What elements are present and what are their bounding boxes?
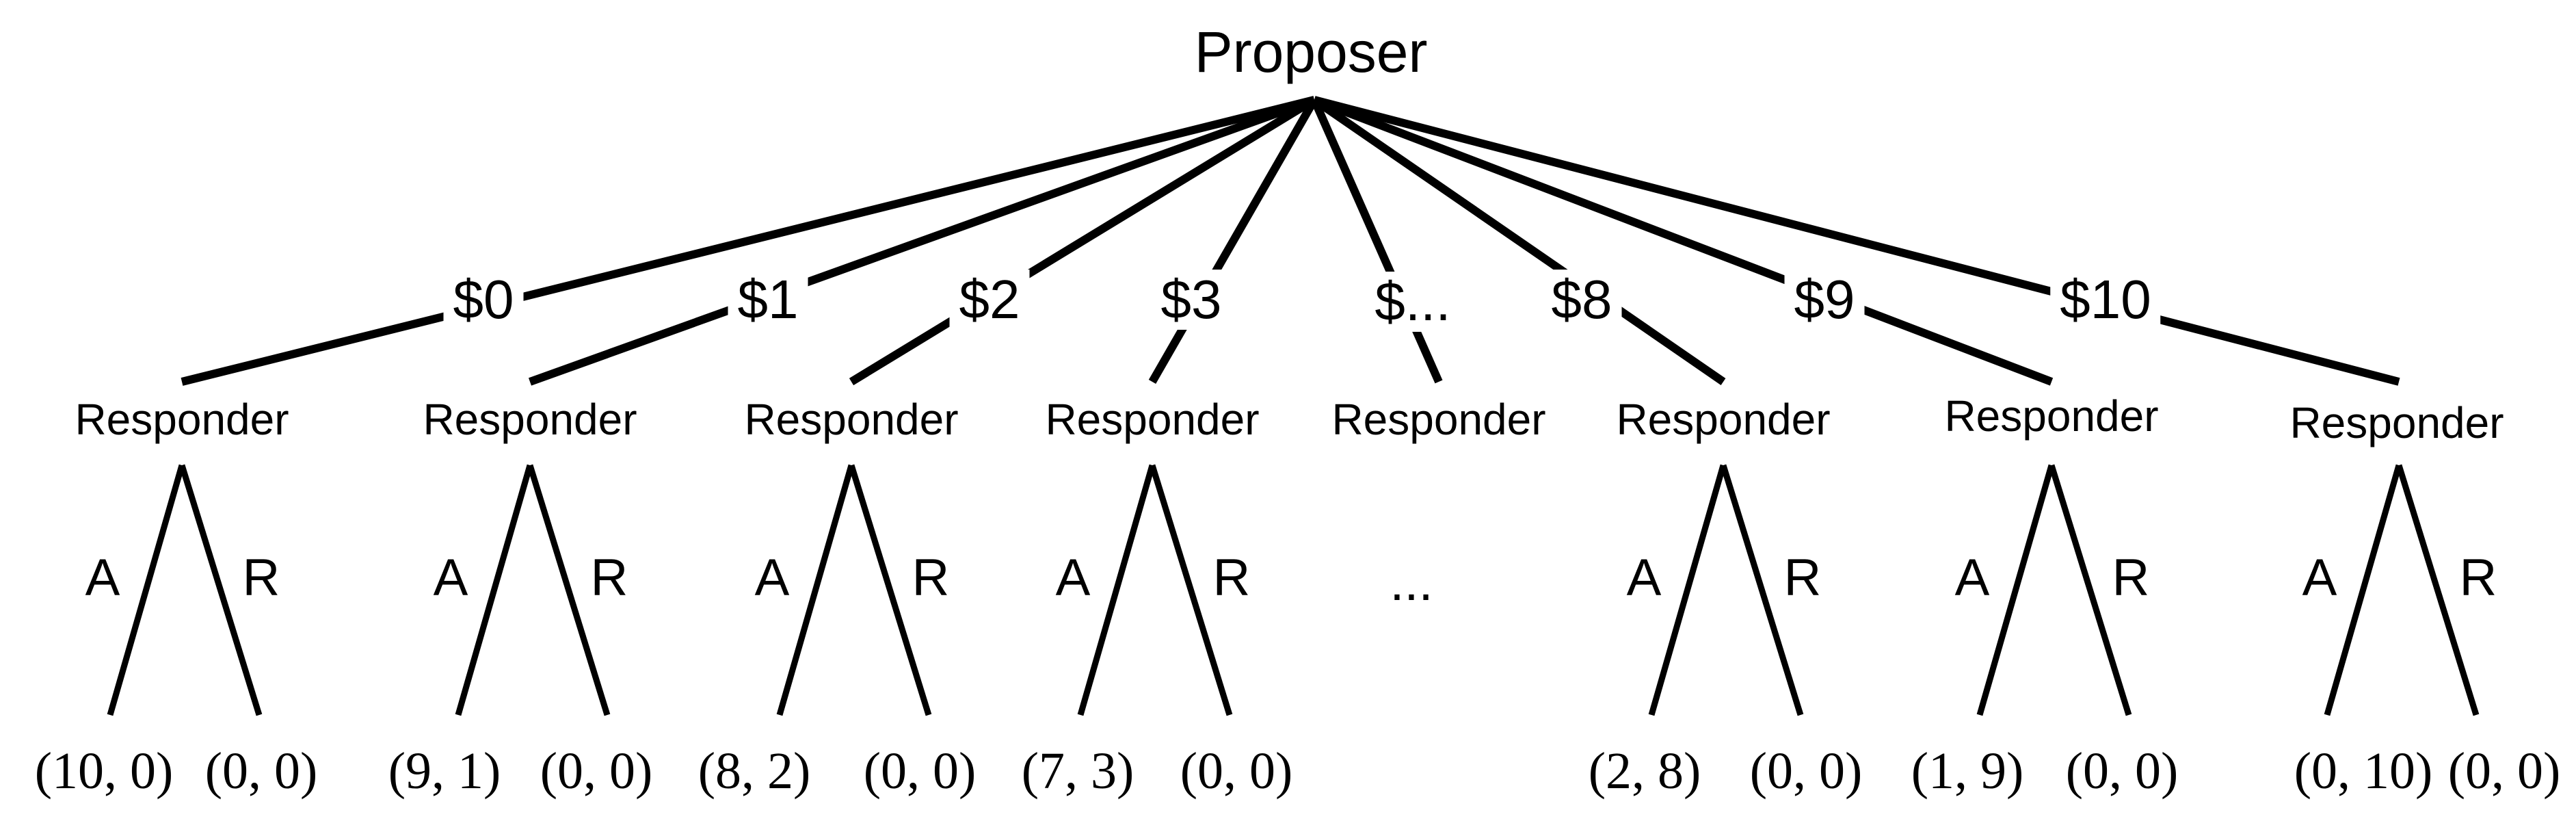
- edge-accept-8: [1648, 464, 1727, 716]
- reject-payoff-1: (0, 0): [540, 742, 653, 800]
- reject-label-9: R: [2112, 549, 2150, 607]
- edge-reject-3: [1149, 464, 1233, 716]
- responder-node-label-1: Responder: [423, 395, 637, 444]
- offer-label-1: $1: [728, 270, 808, 330]
- offer-label-dots: $...: [1365, 272, 1461, 332]
- offer-label-0: $0: [443, 270, 524, 330]
- offer-label-2: $2: [949, 270, 1030, 330]
- offer-label-9: $9: [1784, 270, 1865, 330]
- reject-payoff-8: (0, 0): [1749, 742, 1863, 800]
- edge-offer-8: [1312, 96, 1726, 385]
- reject-payoff-10: (0, 0): [2447, 742, 2561, 800]
- edge-offer-9: [1312, 96, 2054, 386]
- accept-payoff-10: (0, 10): [2294, 742, 2433, 800]
- accept-label-3: A: [1055, 549, 1091, 607]
- accept-label-2: A: [754, 549, 790, 607]
- responder-node-label-3: Responder: [1045, 395, 1260, 444]
- reject-label-10: R: [2459, 549, 2497, 607]
- responder-node-label-4: Responder: [1331, 395, 1546, 444]
- proposer-node-label: Proposer: [1194, 20, 1428, 84]
- reject-payoff-0: (0, 0): [204, 742, 318, 800]
- reject-label-0: R: [242, 549, 280, 607]
- accept-label-9: A: [1954, 549, 1990, 607]
- reject-label-2: R: [912, 549, 950, 607]
- reject-payoff-9: (0, 0): [2065, 742, 2179, 800]
- edge-offer-10: [1313, 96, 2400, 386]
- edge-accept-3: [1077, 464, 1156, 716]
- accept-payoff-8: (2, 8): [1588, 742, 1701, 800]
- edge-accept-0: [107, 464, 185, 716]
- reject-payoff-2: (0, 0): [863, 742, 977, 800]
- accept-label-8: A: [1626, 549, 1662, 607]
- continuation-ellipsis: ...: [1390, 553, 1433, 612]
- reject-label-8: R: [1783, 549, 1822, 607]
- accept-label-1: A: [433, 549, 468, 607]
- accept-payoff-9: (1, 9): [1911, 742, 2024, 800]
- edge-offer-dots: [1310, 98, 1443, 384]
- edge-reject-1: [527, 464, 611, 716]
- offer-label-8: $8: [1541, 270, 1622, 330]
- accept-payoff-3: (7, 3): [1021, 742, 1134, 800]
- responder-node-label-6: Responder: [1944, 391, 2159, 441]
- edge-offer-2: [849, 96, 1317, 386]
- edge-offer-0: [181, 96, 1316, 386]
- edge-reject-0: [178, 464, 263, 716]
- edge-reject-2: [848, 464, 932, 716]
- reject-label-3: R: [1212, 549, 1251, 607]
- accept-label-10: A: [2302, 549, 2337, 607]
- responder-node-label-7: Responder: [2289, 398, 2504, 447]
- edge-accept-2: [776, 464, 855, 716]
- responder-node-label-5: Responder: [1616, 395, 1831, 444]
- offer-label-10: $10: [2050, 270, 2161, 330]
- edge-offer-3: [1148, 98, 1318, 384]
- accept-payoff-1: (9, 1): [388, 742, 501, 800]
- reject-label-1: R: [590, 549, 628, 607]
- edge-reject-9: [2048, 464, 2132, 716]
- reject-payoff-3: (0, 0): [1180, 742, 1293, 800]
- edge-accept-9: [1976, 464, 2055, 716]
- responder-node-label-0: Responder: [75, 395, 289, 444]
- accept-payoff-2: (8, 2): [698, 742, 811, 800]
- responder-node-label-2: Responder: [744, 395, 959, 444]
- edge-offer-1: [528, 96, 1316, 386]
- edge-accept-10: [2324, 464, 2402, 716]
- edge-accept-1: [455, 464, 533, 716]
- edge-reject-10: [2395, 464, 2480, 716]
- accept-payoff-0: (10, 0): [34, 742, 174, 800]
- offer-label-3: $3: [1151, 270, 1232, 330]
- accept-label-0: A: [85, 549, 120, 607]
- edge-reject-8: [1720, 464, 1804, 716]
